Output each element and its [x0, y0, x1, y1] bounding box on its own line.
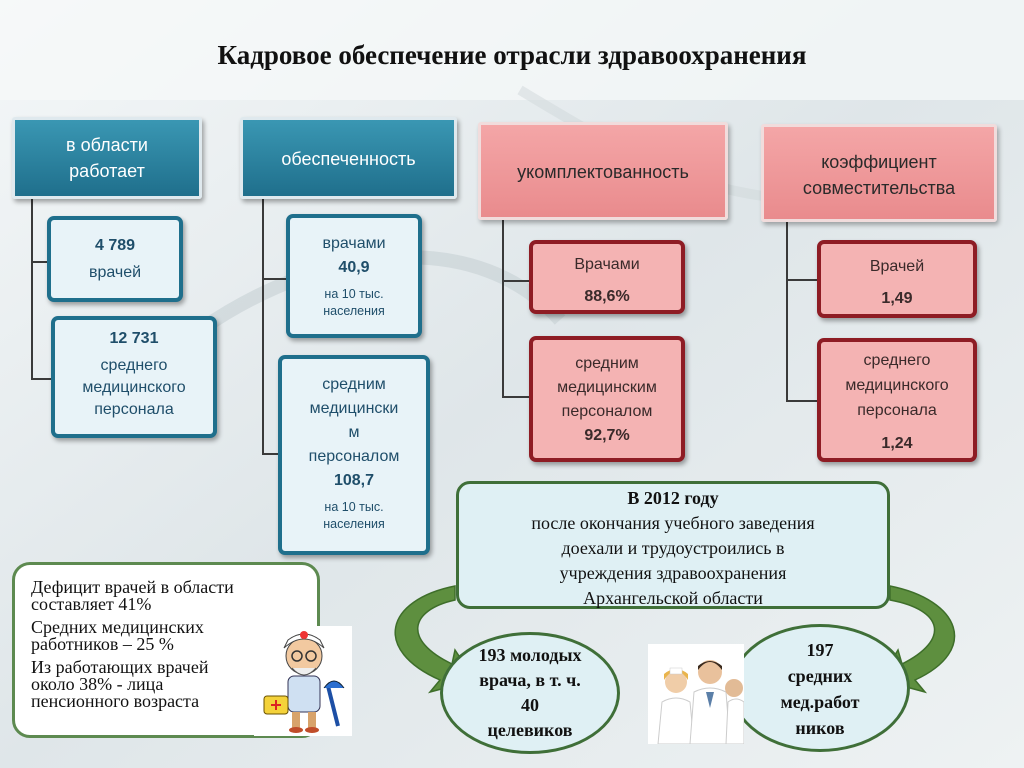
connector: [262, 453, 280, 455]
connector: [502, 280, 530, 282]
staffing-nurses-box: средним медицинским персоналом 92,7%: [529, 336, 685, 462]
old-doctor-illustration: [254, 626, 352, 736]
staffing-nurses-label-line: персоналом: [561, 403, 653, 420]
combination-nurses-value: 1,24: [881, 435, 913, 452]
nurses-label-line: медицинского: [82, 379, 186, 396]
graduates-line: после окончания учебного заведения: [531, 513, 815, 533]
nurses-count: 12 731: [109, 330, 159, 347]
combination-doctors-box: Врачей 1,49: [817, 240, 977, 318]
graduates-line: учреждения здравоохранения: [559, 563, 787, 583]
graduates-2012-box: В 2012 году после окончания учебного зав…: [456, 481, 890, 609]
provision-doctors-label: врачами: [322, 235, 386, 252]
header-line: совместительства: [802, 178, 956, 198]
doctors-count-box: 4 789 врачей: [47, 216, 183, 302]
header-line: работает: [69, 161, 145, 181]
nursing-staff-line: ников: [795, 718, 845, 738]
nursing-staff-line: 197: [806, 640, 834, 660]
staffing-nurses-value: 92,7%: [584, 427, 630, 444]
combination-nurses-label-line: персонала: [857, 402, 937, 419]
deficit-line: пенсионного возраста: [31, 691, 200, 711]
doctors-count: 4 789: [94, 237, 136, 254]
provision-note-line: на 10 тыс.: [324, 287, 384, 301]
combination-nurses-label-line: медицинского: [845, 377, 949, 394]
header-line: коэффициент: [821, 152, 937, 172]
staffing-doctors-value: 88,6%: [584, 288, 630, 305]
graduates-line: Архангельской области: [583, 588, 763, 608]
provision-nurses-label-line: м: [348, 424, 360, 441]
provision-nurses-box: средним медицински м персоналом 108,7 на…: [278, 355, 430, 555]
staffing-doctors-label: Врачами: [574, 256, 640, 273]
young-doctors-line: 193 молодых: [478, 645, 582, 665]
header-combination: коэффициент совместительства: [761, 124, 997, 222]
connector: [31, 197, 33, 380]
medical-staff-photo: [648, 644, 744, 744]
doctors-label: врачей: [88, 264, 142, 281]
provision-nurses-label-line: персоналом: [308, 448, 400, 465]
staffing-nurses-label-line: средним: [575, 355, 639, 372]
deficit-line: Дефицит врачей в области: [31, 577, 234, 597]
header-line: обеспеченность: [281, 149, 416, 169]
connector: [262, 197, 264, 455]
nurses-label-line: персонала: [94, 401, 174, 418]
provision-nurses-value: 108,7: [333, 472, 375, 489]
connector: [502, 218, 504, 398]
combination-nurses-box: среднего медицинского персонала 1,24: [817, 338, 977, 462]
header-workforce: в области работает: [12, 117, 202, 199]
nursing-staff-ellipse: 197 средних мед.работ ников: [730, 624, 910, 752]
graduates-line: доехали и трудоустроились в: [561, 538, 785, 558]
connector: [786, 400, 818, 402]
deficit-line: составляет 41%: [31, 594, 152, 614]
connector: [31, 261, 49, 263]
header-staffing: укомплектованность: [478, 122, 728, 220]
young-doctors-ellipse: 193 молодых врача, в т. ч. 40 целевиков: [440, 632, 620, 754]
provision-note-line: населения: [323, 517, 385, 531]
combination-doctors-label: Врачей: [869, 258, 925, 275]
graduates-heading: В 2012 году: [627, 488, 719, 508]
young-doctors-line: 40: [521, 695, 539, 715]
staffing-doctors-box: Врачами 88,6%: [529, 240, 685, 314]
page-title: Кадровое обеспечение отрасли здравоохран…: [217, 40, 807, 70]
young-doctors-line: целевиков: [487, 720, 573, 740]
nursing-staff-line: средних: [787, 666, 853, 686]
provision-nurses-label-line: медицински: [309, 400, 399, 417]
provision-doctors-box: врачами 40,9 на 10 тыс. населения: [286, 214, 422, 338]
staffing-nurses-label-line: медицинским: [557, 379, 657, 396]
combination-nurses-label-line: среднего: [863, 352, 931, 369]
deficit-line: Средних медицинских: [31, 617, 204, 637]
provision-note-line: населения: [323, 304, 385, 318]
header-line: в области: [66, 135, 148, 155]
deficit-line: Из работающих врачей: [31, 657, 209, 677]
connector: [502, 396, 530, 398]
connector: [786, 220, 788, 402]
deficit-line: работников – 25 %: [31, 634, 174, 654]
nursing-staff-line: мед.работ: [780, 692, 860, 712]
header-line: укомплектованность: [517, 162, 689, 182]
connector: [31, 378, 53, 380]
deficit-line: около 38% - лица: [31, 674, 164, 694]
provision-doctors-value: 40,9: [338, 259, 370, 276]
young-doctors-line: врача, в т. ч.: [479, 670, 581, 690]
combination-doctors-value: 1,49: [881, 290, 913, 307]
nurses-label-line: среднего: [100, 357, 168, 374]
connector: [262, 278, 288, 280]
nurses-count-box: 12 731 среднего медицинского персонала: [51, 316, 217, 438]
header-provision: обеспеченность: [240, 117, 457, 199]
connector: [786, 279, 818, 281]
provision-nurses-label-line: средним: [322, 376, 386, 393]
provision-note-line: на 10 тыс.: [324, 500, 384, 514]
